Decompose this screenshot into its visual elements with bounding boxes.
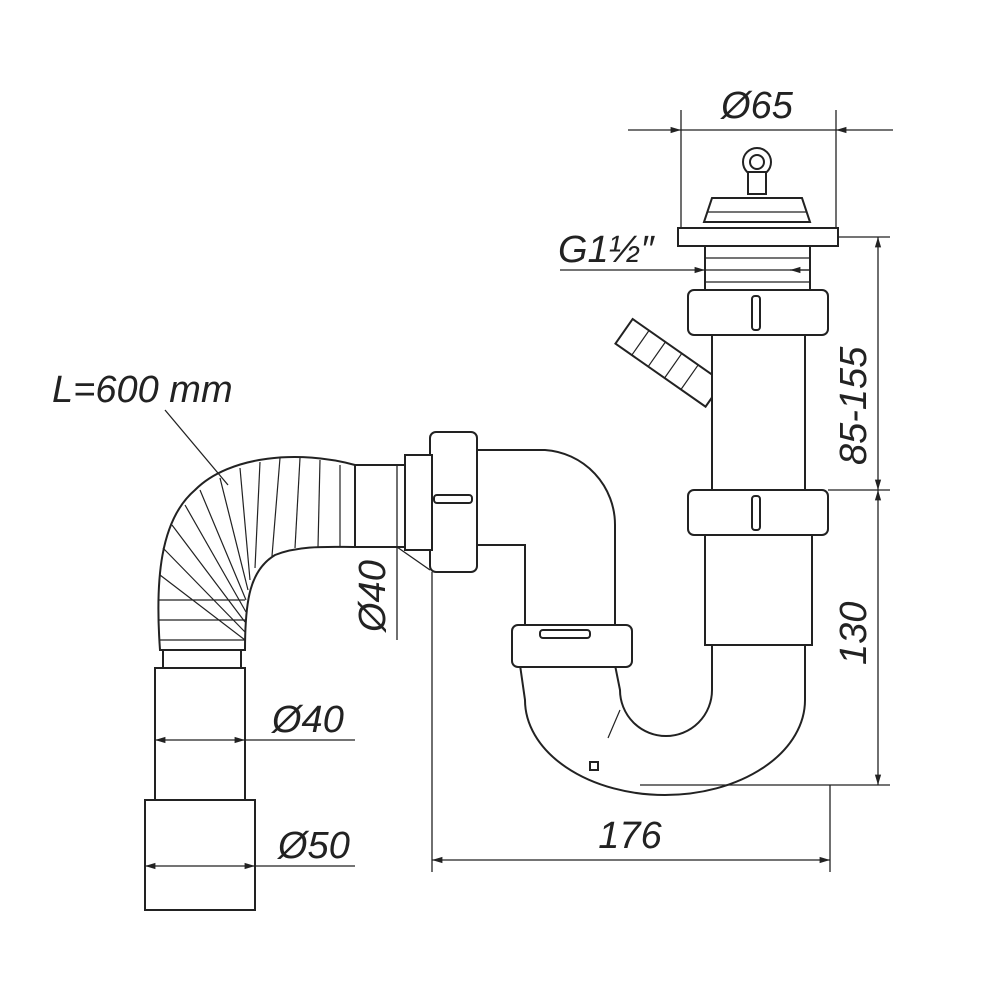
trap-arm [404, 431, 633, 668]
vertical-tailpiece [687, 289, 829, 646]
label-hose-length: L=600 mm [52, 369, 233, 411]
label-height-adjustable: 85-155 [833, 346, 875, 465]
label-width: 176 [598, 815, 662, 857]
hose-length-callout: L=600 mm [52, 369, 233, 486]
label-outlet-small: Ø40 [270, 699, 344, 741]
label-height-lower: 130 [833, 602, 875, 665]
dimension-thread: G1½″ [558, 229, 810, 274]
u-bend [518, 644, 806, 796]
dimension-top-diameter: Ø65 [628, 85, 893, 235]
label-outlet-large: Ø50 [276, 825, 350, 867]
label-top-diameter: Ø65 [719, 85, 794, 127]
dimension-width: 176 [431, 572, 831, 872]
label-thread: G1½″ [558, 229, 655, 271]
dimension-heights: 85-155 130 [640, 236, 890, 786]
drain-stopper [677, 147, 839, 291]
label-hose-diameter: Ø40 [352, 560, 394, 634]
outlet-pipe: Ø40 Ø50 [144, 667, 355, 911]
dimension-hose-diameter: Ø40 [352, 465, 431, 640]
